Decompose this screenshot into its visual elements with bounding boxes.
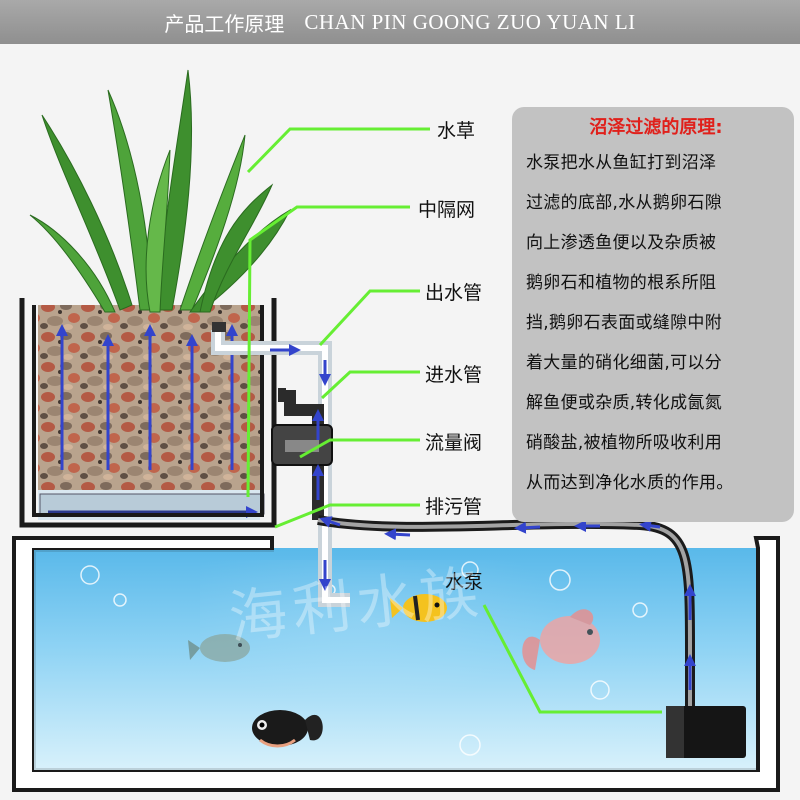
label-drain-pipe: 排污管 [425,492,482,519]
info-title: 沼泽过滤的原理: [526,113,786,143]
swamp-filter-box [22,298,274,525]
info-line: 水泵把水从鱼缸打到沼泽 [526,143,786,183]
label-inlet-pipe: 进水管 [425,360,482,387]
title-chinese: 产品工作原理 [164,8,284,37]
label-outlet-pipe: 出水管 [425,278,482,305]
header-bar: 产品工作原理 CHAN PIN GOONG ZUO YUAN LI [0,0,800,44]
info-line: 鹅卵石和植物的根系所阻 [526,263,786,303]
info-line: 挡,鹅卵石表面或缝隙中附 [526,303,786,343]
label-mesh: 中隔网 [418,195,475,222]
info-line: 着大量的硝化细菌,可以分 [526,343,786,383]
principle-info-box: 沼泽过滤的原理: 水泵把水从鱼缸打到沼泽 过滤的底部,水从鹅卵石隙 向上渗透鱼便… [512,107,794,522]
label-plants: 水草 [437,116,475,143]
info-line: 硝酸盐,被植物所吸收利用 [526,423,786,463]
label-flow-valve: 流量阀 [425,428,482,455]
title-english: CHAN PIN GOONG ZUO YUAN LI [304,10,635,35]
info-line: 从而达到净化水质的作用。 [526,463,786,503]
info-line: 过滤的底部,水从鹅卵石隙 [526,183,786,223]
info-line: 解鱼便或杂质,转化成氤氮 [526,383,786,423]
info-line: 向上渗透鱼便以及杂质被 [526,223,786,263]
